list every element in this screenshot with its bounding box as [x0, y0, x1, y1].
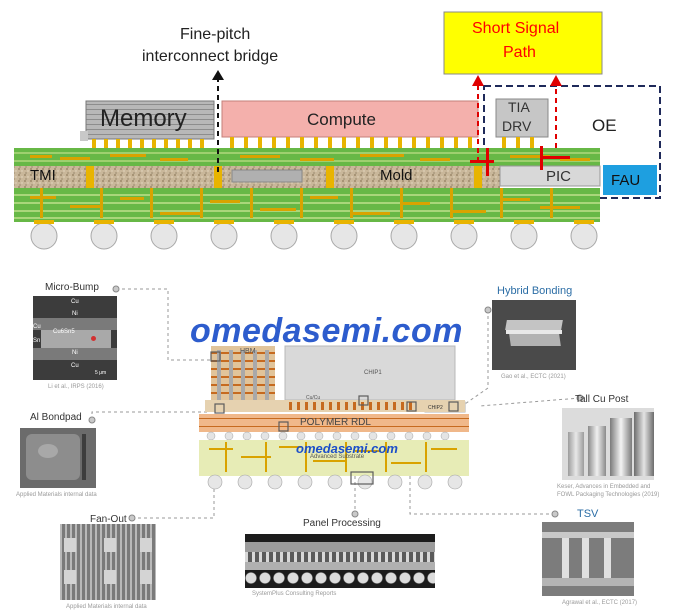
- tsv-image: [542, 522, 634, 596]
- oe-label: OE: [592, 116, 617, 135]
- panel-processing-caption: SystemPlus Consulting Reports: [252, 591, 337, 597]
- hbm-label: HBM: [240, 348, 256, 355]
- al-bondpad-image: [20, 428, 96, 488]
- fan-out-image: [60, 524, 156, 600]
- short-signal-box: [443, 11, 603, 75]
- compute-label: Compute: [307, 110, 376, 129]
- al-bondpad-title: Al Bondpad: [30, 412, 82, 423]
- pic-block: [499, 165, 601, 187]
- advanced-substrate-label: Advanced Substrate: [310, 454, 365, 460]
- bridge-chip: [231, 169, 303, 183]
- tall-cu-post-caption-line1: Keser, Advances in Embedded and: [557, 484, 651, 490]
- tmi-label: TMI: [30, 167, 56, 184]
- micro-bump-caption: Li et al., IRPS (2016): [48, 384, 104, 390]
- tall-cu-post-title: Tall Cu Post: [575, 394, 629, 405]
- tall-cu-post-caption-line2: FOWL Packaging Technologies (2019): [557, 492, 660, 498]
- micro-bump-label-cu6sn5: Cu6Sn5: [53, 329, 75, 335]
- short-signal-label-line1: Short Signal: [472, 20, 560, 37]
- tsv-caption: Agrawal et al., ECTC (2017): [562, 600, 638, 606]
- chip1-label: CHIP1: [364, 370, 382, 376]
- fan-out-title: Fan-Out: [90, 514, 127, 525]
- polymer-rdl-label: POLYMER RDL: [300, 417, 371, 428]
- chip2-label: CHIP2: [428, 405, 443, 411]
- fau-block: [603, 165, 657, 195]
- micro-bump-label-ni-bottom: Ni: [72, 350, 78, 356]
- cucu-label: Cu/Cu: [306, 395, 321, 401]
- drv-label: DRV: [502, 118, 532, 134]
- package-cross-section: [14, 11, 661, 250]
- micro-bump-label-sn: Sn: [33, 338, 41, 344]
- micro-bump-title: Micro-Bump: [45, 282, 99, 293]
- watermark-large: omedasemi.com: [190, 312, 463, 350]
- tall-cu-post-image: [562, 408, 654, 480]
- watermark-small: omedasemi.com: [296, 441, 398, 456]
- micro-bump-image: Cu Ni Cu Cu6Sn5 Sn Ni Cu 5 μm: [33, 296, 117, 380]
- short-signal-label-line2: Path: [503, 44, 536, 61]
- mold-label: Mold: [380, 167, 413, 184]
- bridge-label-line2: interconnect bridge: [142, 48, 279, 65]
- tia-drv-block: [495, 98, 549, 138]
- panel-processing-image: [245, 534, 435, 588]
- memory-block: [85, 100, 215, 140]
- micro-bump-scale: 5 μm: [95, 370, 107, 376]
- fan-out-caption: Applied Materials internal data: [66, 604, 147, 610]
- fau-label: FAU: [611, 172, 641, 189]
- hybrid-bonding-title: Hybrid Bonding: [497, 285, 573, 297]
- micro-bump-label-cu-bottom: Cu: [71, 363, 79, 369]
- pic-label: PIC: [546, 168, 572, 185]
- panel-processing-title: Panel Processing: [303, 518, 381, 529]
- compute-block: [221, 100, 479, 138]
- hybrid-bonding-image: [492, 300, 576, 370]
- tsv-title: TSV: [577, 508, 599, 520]
- center-schematic: [199, 345, 469, 490]
- hybrid-bonding-caption: Gao et al., ECTC (2021): [501, 374, 566, 380]
- memory-label: Memory: [100, 105, 187, 132]
- micro-bump-label-ni-top: Ni: [72, 311, 78, 317]
- micro-bump-label-cu-left: Cu: [33, 324, 41, 330]
- bridge-label-line1: Fine-pitch: [180, 26, 251, 43]
- al-bondpad-caption: Applied Materials internal data: [16, 492, 97, 498]
- tia-label: TIA: [508, 99, 530, 115]
- micro-bump-label-cu-top: Cu: [71, 299, 79, 305]
